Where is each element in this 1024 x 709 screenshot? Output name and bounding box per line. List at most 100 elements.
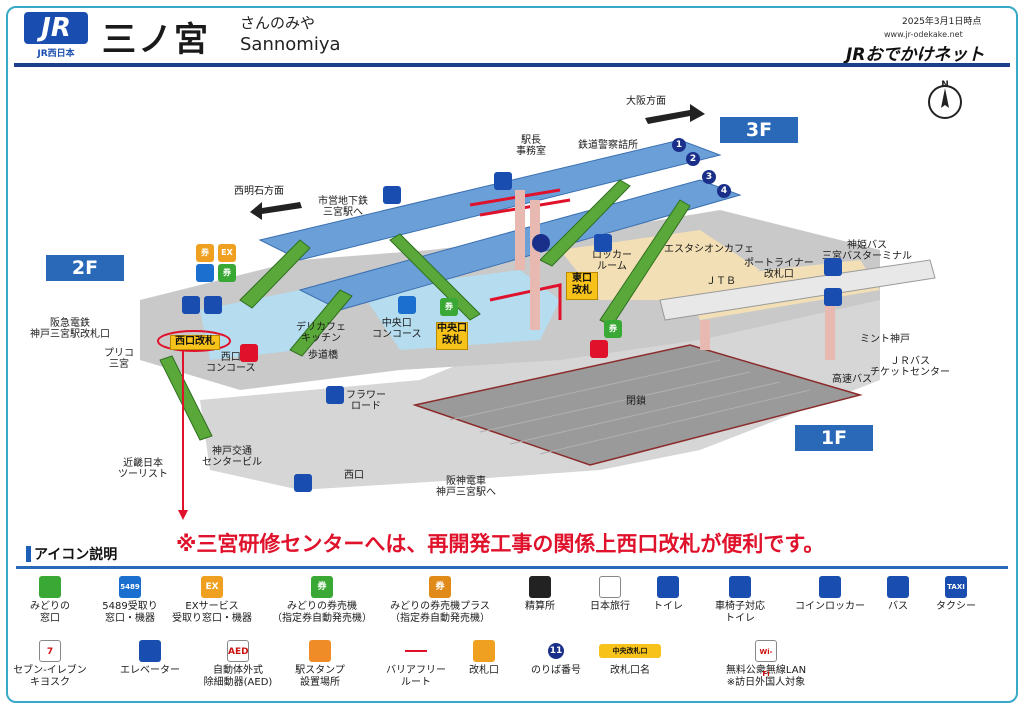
ticket-machine-icon[interactable]: 券: [218, 264, 236, 282]
stationmaster-office-label: 駅長 事務室: [516, 135, 546, 157]
subway-label: 市営地下鉄 三宮駅へ: [318, 196, 368, 218]
highway-bus-label: 高速バス: [832, 374, 872, 385]
floor-1f-label: 1F: [795, 425, 873, 451]
site-brand[interactable]: JRおでかけネット: [846, 45, 985, 65]
east-gate-label[interactable]: 東口 改札: [566, 272, 598, 300]
port-liner-label: ポートライナー 改札口: [744, 258, 814, 280]
free-wifi-icon-glyph: Wi-Fi: [759, 648, 773, 678]
bus-icon[interactable]: [824, 258, 842, 276]
fare-adjustment-icon: [529, 576, 551, 598]
closed-area-grid: [449, 359, 811, 455]
kinki-tourist-label: 近畿日本 ツーリスト: [118, 458, 168, 480]
station-name: 三ノ宮: [102, 20, 210, 60]
west-gate-label[interactable]: 西口改札: [170, 335, 220, 350]
west-gate-highlight: [157, 330, 231, 352]
east-aed-icon[interactable]: [590, 340, 608, 358]
elevator-icon[interactable]: [494, 172, 512, 190]
nishi-akashi-direction-label: 西明石方面: [234, 186, 284, 197]
elevator-icon: [139, 640, 161, 662]
closed-area: [412, 344, 863, 466]
flower-road-taxi-icon[interactable]: [326, 386, 344, 404]
legend-item-barrier-free-route: バリアフリー ルート: [366, 640, 466, 689]
platform-number-label: のりば番号: [531, 665, 581, 676]
west-gate-notice: ※三宮研修センターへは、再開発工事の関係上西口改札が便利です。: [176, 532, 825, 556]
seven-eleven-icon-glyph: 7: [46, 647, 54, 657]
jr-bus-label: ＪＲバス チケットセンター: [870, 356, 950, 378]
platform-number-2: 2: [686, 152, 700, 166]
taxi-label: タクシー: [936, 601, 976, 612]
nishi-akashi-direction-arrow: [250, 202, 302, 220]
ex-service-label: EXサービス 受取り窓口・機器: [172, 601, 252, 624]
midori-window-label: みどりの 窓口: [30, 601, 70, 624]
wheelchair-toilet-icon: [729, 576, 751, 598]
central-gate-label[interactable]: 中央口 改札: [436, 322, 468, 350]
toilet-icon[interactable]: [182, 296, 200, 314]
compass-label: N: [941, 80, 949, 90]
site-url[interactable]: www.jr-odekake.net: [884, 30, 963, 39]
osaka-direction-label: 大阪方面: [626, 96, 666, 107]
ticket-gate-label: 改札口: [469, 665, 499, 676]
legend-item-nippon-travel: 日本旅行: [560, 576, 660, 613]
elevator-label: エレベーター: [120, 665, 180, 676]
floor-3f-label: 3F: [720, 117, 798, 143]
5489-pickup-icon: 5489: [119, 576, 141, 598]
ticket-machine-plus-icon[interactable]: 券: [196, 244, 214, 262]
wheelchair-toilet-label: 車椅子対応 トイレ: [715, 601, 765, 624]
5489-pickup-icon-glyph: 5489: [120, 583, 140, 591]
legend-item-5489-pickup: 5489 5489受取り 窓口・機器: [80, 576, 180, 625]
barrier-free-route-label: バリアフリー ルート: [386, 665, 446, 688]
logo-subtext: JR西日本: [37, 49, 75, 59]
ex-service-icon[interactable]: EX: [218, 244, 236, 262]
wheelchair-toilet-icon[interactable]: [204, 296, 222, 314]
west-bus-icon[interactable]: [294, 474, 312, 492]
west-gate-pointer-head: [178, 510, 188, 520]
platform-number-icon: 11: [548, 643, 564, 659]
locker-room-label: ロッカー ルーム: [592, 250, 632, 272]
west-exit-label: 西口: [344, 470, 364, 481]
5489-pickup-icon[interactable]: [196, 264, 214, 282]
free-wifi-icon: Wi-Fi: [755, 640, 777, 678]
coin-locker-icon: [819, 576, 841, 598]
east-ticket-machine-icon[interactable]: 券: [604, 320, 622, 338]
nippon-travel-label: 日本旅行: [590, 601, 630, 612]
legend-item-ex-service: EX EXサービス 受取り窓口・機器: [162, 576, 262, 625]
legend-item-midori-ticket-machine-plus: 券みどりの券売機プラス （指定券自動発売機）: [390, 576, 490, 625]
aed-label: 自動体外式 除細動器(AED): [203, 665, 273, 688]
floor-2f-label: 2F: [46, 255, 124, 281]
station-stamp-label: 駅スタンプ 設置場所: [295, 665, 345, 688]
legend-item-midori-window: みどりの 窓口: [0, 576, 100, 625]
bus-terminal-elevator-icon[interactable]: [824, 288, 842, 306]
5489-pickup-label: 5489受取り 窓口・機器: [102, 601, 158, 624]
compass-icon: N: [928, 80, 962, 119]
deli-cafe-label: デリカフェ キッチン: [296, 322, 346, 344]
prico-label: プリコ 三宮: [104, 348, 134, 370]
legend-title: アイコン説明: [34, 547, 118, 563]
aed-icon[interactable]: [240, 344, 258, 362]
barrier-free-route-icon: [405, 640, 427, 662]
central-5489-pickup-icon[interactable]: [398, 296, 416, 314]
hankyu-label: 阪急電鉄 神戸三宮駅改札口: [30, 318, 110, 340]
central-ticket-machine-icon[interactable]: 券: [440, 298, 458, 316]
coin-locker-icon[interactable]: [594, 234, 612, 252]
ticket-gate-icon: [473, 640, 495, 662]
station-roman: Sannomiya: [240, 34, 341, 55]
station-kana: さんのみや: [240, 14, 316, 32]
midori-ticket-machine-label: みどりの券売機 （指定券自動発売機）: [272, 601, 372, 624]
bus-icon: [887, 576, 909, 598]
as-of-date: 2025年3月1日時点: [902, 17, 982, 27]
midori-window-icon: [39, 576, 61, 598]
kobe-kotsu-label: 神戸交通 センタービル: [202, 446, 262, 468]
west-concourse-area: [200, 290, 350, 360]
station-stamp-icon: [309, 640, 331, 662]
legend-item-fare-adjustment: 精算所: [490, 576, 590, 613]
aed-icon: AED: [227, 640, 249, 662]
ex-service-icon: EX: [201, 576, 223, 598]
aed-icon-glyph: AED: [228, 647, 249, 657]
railway-police-label: 鉄道警察詰所: [578, 140, 638, 151]
midori-ticket-machine-icon: 券: [311, 576, 333, 598]
platform-number-icon-glyph: 11: [549, 646, 563, 656]
taxi-icon[interactable]: [383, 186, 401, 204]
legend-item-elevator: エレベーター: [100, 640, 200, 677]
